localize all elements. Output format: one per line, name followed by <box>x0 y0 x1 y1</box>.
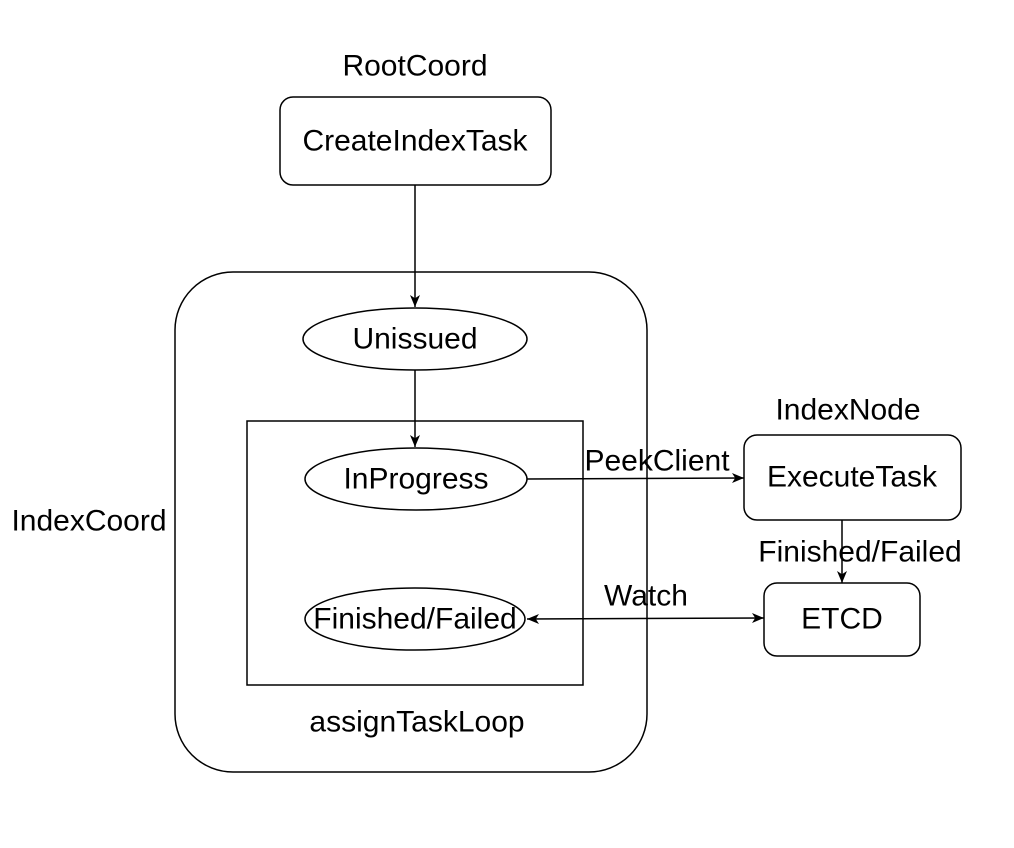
finished-failed-node <box>304 587 526 651</box>
index-node-label: IndexNode <box>775 393 921 427</box>
root-coord-label: RootCoord <box>342 49 488 83</box>
index-coord-label: IndexCoord <box>11 504 167 538</box>
peek-client-edge-label: PeekClient <box>584 444 730 478</box>
unissued-label: Unissued <box>352 322 478 356</box>
index-coord-container <box>174 271 648 773</box>
finished-failed-edge-label: Finished/Failed <box>758 535 962 569</box>
finished-failed-state-label: Finished/Failed <box>313 602 517 636</box>
assign-task-loop-label: assignTaskLoop <box>309 705 525 739</box>
in-progress-label: InProgress <box>343 462 489 496</box>
create-index-task-label: CreateIndexTask <box>302 124 528 158</box>
watch-edge-label: Watch <box>604 579 688 613</box>
edge-watch-etcd-finished-failed <box>526 613 765 624</box>
etcd-label: ETCD <box>801 602 883 636</box>
execute-task-label: ExecuteTask <box>766 460 938 494</box>
edge-in-progress-to-execute-task <box>526 473 745 484</box>
execute-task-node <box>743 434 962 521</box>
